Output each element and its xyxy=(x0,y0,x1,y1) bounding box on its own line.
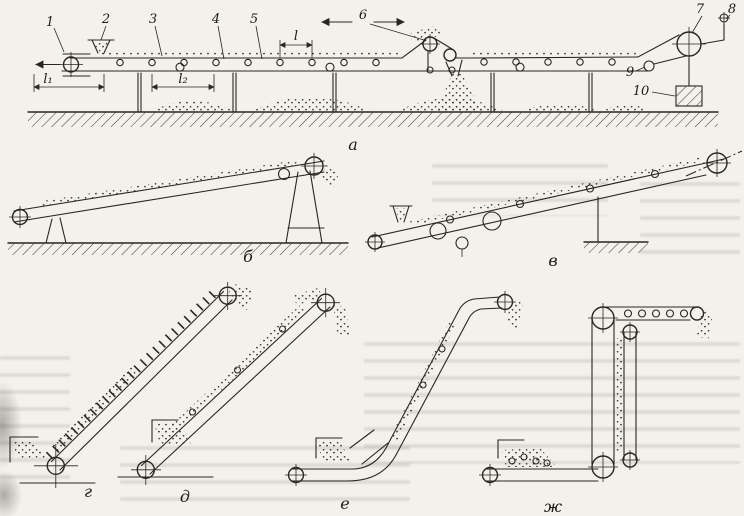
callout-10: 10 xyxy=(633,84,650,99)
callout-8: 8 xyxy=(728,2,736,17)
feed-hopper xyxy=(87,39,115,54)
callout-7: 7 xyxy=(696,2,705,17)
panel-e-label: е xyxy=(340,494,349,513)
dimension-l2 xyxy=(151,74,215,92)
panel-d-label: д xyxy=(180,487,190,506)
panel-a-label: а xyxy=(348,135,358,154)
panel-zh-label: ж xyxy=(544,497,563,516)
drive-pulley-station xyxy=(643,12,730,107)
return-rollers xyxy=(175,62,525,72)
panel-zh-vertical-conveyor-scheme: ж xyxy=(479,303,713,516)
panel-v-label: в xyxy=(548,251,557,270)
panel-a-belt-conveyor-scheme: 1 2 3 4 5 6 7 8 9 10 l l₂ l₁ а xyxy=(27,2,736,154)
support-posts xyxy=(137,72,593,113)
callout-leaders xyxy=(53,14,731,97)
callout-1: 1 xyxy=(46,15,54,30)
dimension-label-l2: l₂ xyxy=(178,72,187,87)
callout-4: 4 xyxy=(211,12,220,27)
tripper-carriage xyxy=(420,34,463,77)
callout-6: 6 xyxy=(359,8,367,23)
panel-g-label: г xyxy=(84,482,92,501)
dimension-l xyxy=(279,40,313,57)
callout-5: 5 xyxy=(250,12,258,27)
callout-3: 3 xyxy=(149,12,157,27)
tripper-travel-arrows xyxy=(321,17,425,41)
callout-2: 2 xyxy=(101,12,110,27)
dimension-l1 xyxy=(33,74,105,92)
panel-b-inclined-conveyor-scheme: б xyxy=(7,153,349,266)
panel-v-conveyor-scheme: в xyxy=(365,149,743,270)
panel-b-label: б xyxy=(243,247,253,266)
callout-9: 9 xyxy=(626,65,634,80)
top-idler-rollers xyxy=(116,58,616,67)
panel-g-cleated-conveyor-scheme: г xyxy=(9,282,254,501)
dimension-label-l: l xyxy=(294,29,298,44)
dimension-label-l1: l₁ xyxy=(43,72,52,87)
panel-e-curved-conveyor-scheme: е xyxy=(285,291,523,513)
tail-pulley xyxy=(35,52,91,77)
panel-d-inclined-conveyor-scheme: д xyxy=(117,288,351,506)
